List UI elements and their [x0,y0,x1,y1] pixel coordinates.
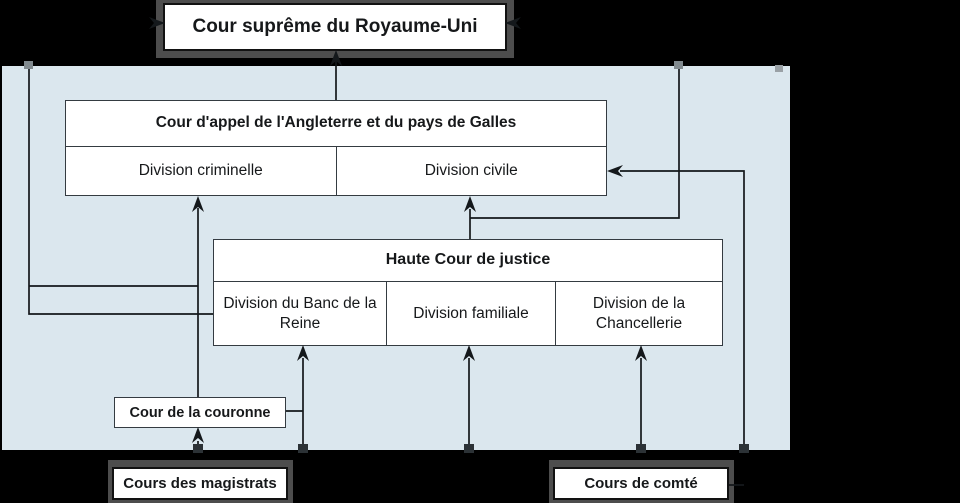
magistrates-courts-label: Cours des magistrats [123,475,277,492]
supreme-court-box: Cour suprême du Royaume-Uni [156,0,514,58]
crown-court-label: Cour de la couronne [129,404,271,421]
court-of-appeal-header: Cour d'appel de l'Angleterre et du pays … [66,101,606,147]
county-courts-box: Cours de comté [549,460,734,503]
division-banc-de-la-reine-cell: Division du Banc de la Reine [214,281,387,346]
division-chancellerie-cell: Division de la Chancellerie [592,295,686,332]
division-civile-cell: Division civile [424,162,518,180]
magistrates-courts-box: Cours des magistrats [108,460,293,503]
high-court-box: Haute Cour de justice Division du Banc d… [213,239,723,346]
county-courts-label: Cours de comté [584,475,698,492]
court-of-appeal-divisions: Division criminelle Division civile [66,146,606,196]
high-court-header: Haute Cour de justice [214,240,722,282]
supreme-court-label: Cour suprême du Royaume-Uni [192,16,478,37]
division-criminelle-cell: Division criminelle [66,146,337,196]
court-of-appeal-box: Cour d'appel de l'Angleterre et du pays … [65,100,607,196]
division-familiale-cell: Division familiale [387,281,556,346]
high-court-divisions: Division du Banc de la Reine Division fa… [214,281,722,346]
crown-court-box: Cour de la couronne [114,397,286,428]
